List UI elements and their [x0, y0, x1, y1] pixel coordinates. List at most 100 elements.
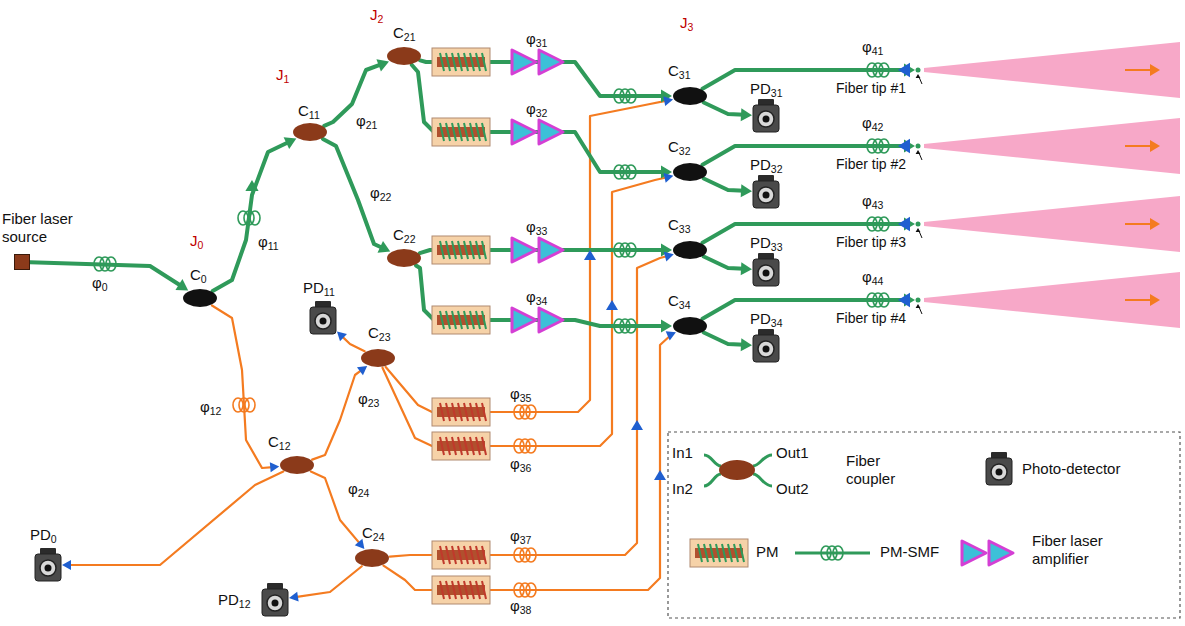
node-label: Fiber tip #4 — [836, 310, 906, 327]
subscript: 38 — [520, 604, 532, 616]
modulator-winding — [476, 241, 480, 259]
node-label: PD0 — [30, 526, 57, 546]
node-shape — [182, 288, 218, 308]
node-shape — [915, 297, 921, 303]
photo-detector: PD32 — [752, 175, 780, 209]
feedback-fiber — [382, 177, 667, 446]
modulator-winding — [470, 403, 474, 421]
spool-loop — [873, 139, 883, 153]
fiber-line — [382, 177, 667, 446]
subscript: 1 — [284, 73, 290, 85]
output-beam — [924, 272, 1180, 328]
modulator-winding — [476, 437, 480, 455]
signal-fiber — [704, 256, 745, 268]
spool-loop — [106, 257, 116, 271]
fiber-amplifier — [512, 308, 563, 332]
spool-loop — [626, 165, 636, 179]
fiber-spool — [614, 243, 636, 257]
node-label: C24 — [362, 524, 385, 544]
spool-loop — [520, 583, 530, 597]
modulator-housing — [690, 539, 748, 567]
arrowhead — [741, 262, 752, 275]
detector-lens — [758, 341, 774, 357]
modulator-winding — [482, 581, 486, 599]
feedback-fiber — [212, 305, 273, 468]
legend-label: Fiber laser amplifier — [1032, 532, 1122, 568]
modulator-winding — [464, 311, 468, 329]
subscript: 41 — [872, 45, 884, 57]
detector-lens — [315, 313, 331, 329]
spool-loop — [873, 217, 883, 231]
phase-label: φ44 — [862, 268, 883, 288]
subscript: 12 — [279, 440, 291, 452]
modulator-winding — [452, 546, 456, 564]
coupler-ellipse — [355, 549, 389, 567]
tip-leader — [919, 153, 922, 160]
phase-label: φ36 — [510, 455, 531, 475]
node-shape — [672, 316, 708, 336]
modulator-winding — [446, 437, 450, 455]
subscript: 42 — [872, 121, 884, 133]
modulator-winding — [458, 241, 462, 259]
node-label: PD33 — [750, 234, 783, 254]
node-label: C12 — [268, 433, 291, 453]
fiber-line — [312, 370, 362, 460]
modulator-winding — [728, 544, 732, 562]
spool-loop — [873, 63, 883, 77]
node-label: C32 — [668, 138, 691, 158]
beam-arrow — [1125, 299, 1150, 301]
spool-loop — [520, 548, 530, 562]
detector-aperture — [763, 270, 770, 277]
node-label: PD31 — [750, 80, 783, 100]
node-label: C23 — [368, 324, 391, 344]
fiber-spool — [614, 165, 636, 179]
modulator-winding — [734, 544, 738, 562]
detector-body — [753, 181, 779, 208]
photodetector-icon — [753, 175, 779, 208]
node-label: C11 — [298, 102, 320, 122]
feedback-fiber — [312, 370, 362, 460]
subscript: 34 — [536, 295, 548, 307]
coupler-ellipse — [387, 249, 421, 267]
photodetector-icon — [753, 329, 779, 362]
spool-loop — [526, 548, 536, 562]
modulator-winding — [458, 581, 462, 599]
node-shape — [672, 86, 708, 106]
phase-label: φ32 — [526, 100, 547, 120]
subscript: 34 — [679, 299, 691, 311]
tip-leader — [919, 307, 922, 314]
detector-aperture — [272, 600, 279, 607]
junction-label: J0 — [190, 232, 203, 252]
modulator-winding — [446, 581, 450, 599]
fiber-coupler: C33 — [672, 240, 708, 260]
spool-loop — [626, 89, 636, 103]
fiber-line — [324, 64, 382, 126]
node-shape — [672, 240, 708, 260]
fiber-tip: Fiber tip #3 — [915, 221, 921, 227]
phase-modulator — [432, 576, 490, 604]
spool-loop — [879, 139, 889, 153]
spool-loop — [620, 89, 630, 103]
spool-loop — [879, 217, 889, 231]
fiber-line — [342, 336, 365, 351]
signal-fiber — [324, 64, 382, 126]
coupler-ellipse — [673, 163, 707, 181]
node-shape — [752, 99, 780, 133]
spool-loop — [879, 63, 889, 77]
modulator-winding — [482, 403, 486, 421]
arrowhead — [666, 331, 676, 340]
modulator-winding — [482, 437, 486, 455]
modulator-winding — [440, 311, 444, 329]
spool-loop — [867, 217, 877, 231]
detector-body — [986, 458, 1012, 485]
fiber-amplifier — [512, 238, 563, 262]
modulator-winding — [446, 123, 450, 141]
phase-label: φ12 — [200, 398, 221, 418]
modulator-winding — [464, 437, 468, 455]
modulator-housing — [432, 48, 490, 76]
modulator-winding — [458, 437, 462, 455]
direction-arrow — [245, 180, 258, 191]
amplifier-stage — [539, 120, 563, 144]
modulator-winding — [452, 241, 456, 259]
